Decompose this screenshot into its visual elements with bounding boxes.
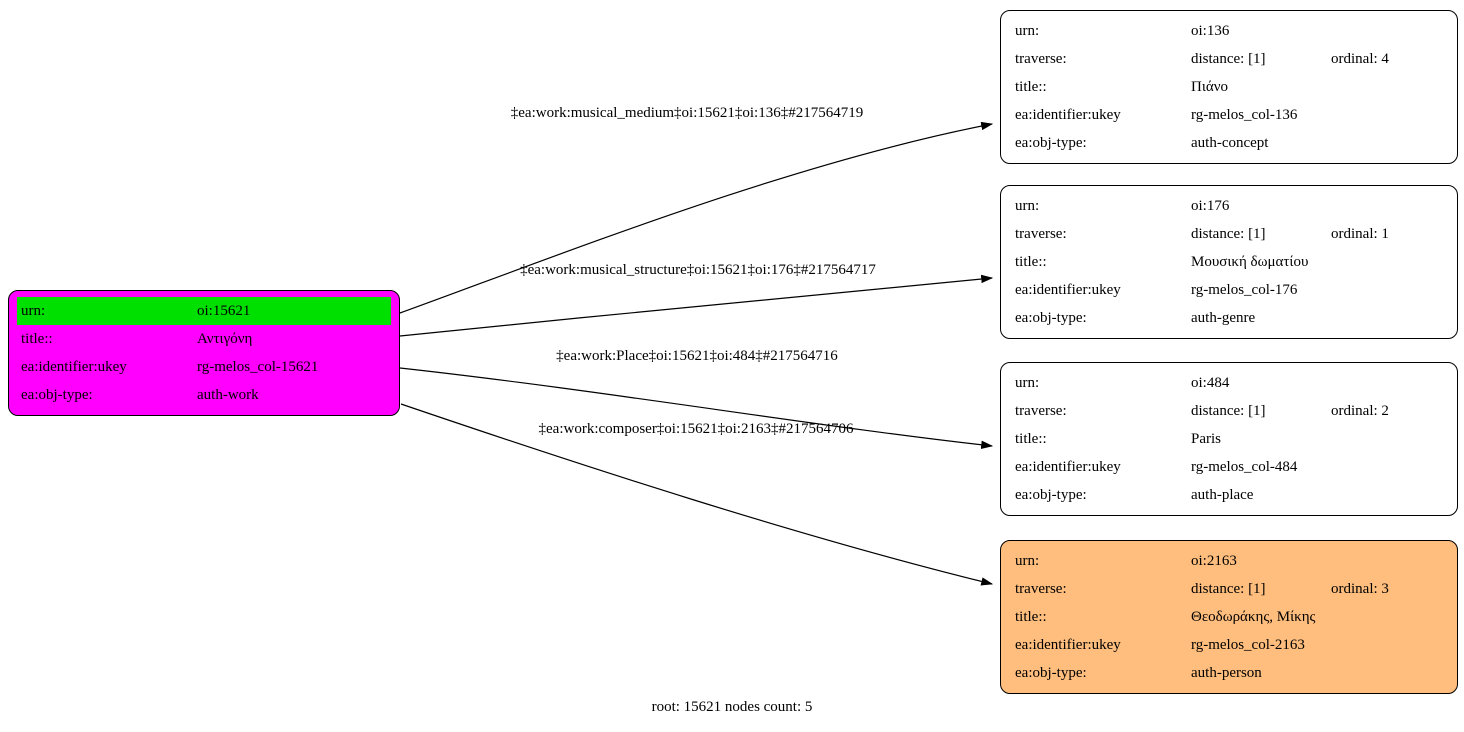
field-value: rg-melos_col-2163: [1191, 636, 1305, 653]
field-value: oi:15621: [197, 302, 251, 319]
field-label: ea:identifier:ukey: [1015, 458, 1121, 475]
field-label: ea:identifier:ukey: [1015, 281, 1121, 298]
field-value: oi:484: [1191, 374, 1230, 391]
node-row-identifier: ea:identifier:ukey rg-melos_col-484: [1015, 453, 1443, 481]
field-distance: distance: [1]: [1191, 225, 1266, 242]
node-row-urn: urn: oi:2163: [1015, 547, 1443, 575]
node-oi-136: urn: oi:136 traverse: distance: [1] ordi…: [1000, 10, 1458, 164]
node-row-objtype: ea:obj-type: auth-concept: [1015, 129, 1443, 157]
node-row-urn: urn: oi:484: [1015, 369, 1443, 397]
field-distance: distance: [1]: [1191, 580, 1266, 597]
node-row-urn: urn: oi:176: [1015, 192, 1443, 220]
node-row-identifier: ea:identifier:ukey rg-melos_col-176: [1015, 276, 1443, 304]
edge-composer-arrow: [400, 403, 994, 586]
node-row-identifier: ea:identifier:ukey rg-melos_col-2163: [1015, 631, 1443, 659]
field-label: title::: [1015, 608, 1047, 625]
node-row-traverse: traverse: distance: [1] ordinal: 4: [1015, 45, 1443, 73]
field-ordinal: ordinal: 2: [1331, 402, 1389, 419]
graph-caption: root: 15621 nodes count: 5: [651, 699, 813, 715]
field-distance: distance: [1]: [1191, 402, 1266, 419]
field-label: urn:: [1015, 552, 1040, 569]
field-label: ea:identifier:ukey: [1015, 636, 1121, 653]
field-label: traverse:: [1015, 50, 1067, 67]
field-label: traverse:: [1015, 225, 1067, 242]
field-value: oi:2163: [1191, 552, 1237, 569]
edge-musical-structure-arrow: [399, 274, 994, 337]
field-label: ea:obj-type:: [1015, 134, 1087, 151]
node-oi-484: urn: oi:484 traverse: distance: [1] ordi…: [1000, 362, 1458, 516]
edge-place-arrow: [399, 367, 994, 449]
node-row-title: title:: Μουσική δωματίου: [1015, 248, 1443, 276]
root-node-oi-15621: urn: oi:15621 title:: Αντιγόνη ea:identi…: [8, 290, 400, 416]
field-value: auth-person: [1191, 664, 1262, 681]
field-label: title::: [1015, 430, 1047, 447]
field-value: auth-place: [1191, 486, 1254, 503]
field-distance: distance: [1]: [1191, 50, 1266, 67]
field-label: ea:obj-type:: [1015, 486, 1087, 503]
node-row-title: title:: Πιάνο: [1015, 73, 1443, 101]
node-row-identifier: ea:identifier:ukey rg-melos_col-136: [1015, 101, 1443, 129]
edge-label-composer: ‡ea:work:composer‡oi:15621‡oi:2163‡#2175…: [538, 421, 854, 437]
field-label: traverse:: [1015, 580, 1067, 597]
field-label: title::: [1015, 253, 1047, 270]
node-row-objtype: ea:obj-type: auth-genre: [1015, 304, 1443, 332]
node-row-traverse: traverse: distance: [1] ordinal: 2: [1015, 397, 1443, 425]
root-row-objtype: ea:obj-type: auth-work: [17, 381, 391, 409]
field-value: Paris: [1191, 430, 1221, 447]
node-oi-176: urn: oi:176 traverse: distance: [1] ordi…: [1000, 185, 1458, 339]
node-row-objtype: ea:obj-type: auth-place: [1015, 481, 1443, 509]
field-value: rg-melos_col-136: [1191, 106, 1298, 123]
edge-label-musical-medium: ‡ea:work:musical_medium‡oi:15621‡oi:136‡…: [510, 105, 864, 121]
field-value: oi:176: [1191, 197, 1230, 214]
field-label: urn:: [1015, 22, 1040, 39]
field-label: ea:obj-type:: [21, 386, 93, 403]
field-ordinal: ordinal: 1: [1331, 225, 1389, 242]
node-row-objtype: ea:obj-type: auth-person: [1015, 659, 1443, 687]
field-ordinal: ordinal: 4: [1331, 50, 1389, 67]
field-value: Θεοδωράκης, Μίκης: [1191, 608, 1316, 625]
node-row-urn: urn: oi:136: [1015, 17, 1443, 45]
field-label: title::: [1015, 78, 1047, 95]
field-value: rg-melos_col-176: [1191, 281, 1298, 298]
edge-label-place: ‡ea:work:Place‡oi:15621‡oi:484‡#21756471…: [556, 348, 838, 364]
node-row-traverse: traverse: distance: [1] ordinal: 3: [1015, 575, 1443, 603]
edge-label-musical-structure: ‡ea:work:musical_structure‡oi:15621‡oi:1…: [520, 262, 876, 278]
node-row-title: title:: Θεοδωράκης, Μίκης: [1015, 603, 1443, 631]
field-value: Μουσική δωματίου: [1191, 253, 1309, 270]
field-value: auth-work: [197, 386, 259, 403]
field-label: ea:obj-type:: [1015, 664, 1087, 681]
field-value: auth-genre: [1191, 309, 1256, 326]
field-value: oi:136: [1191, 22, 1230, 39]
field-label: ea:identifier:ukey: [1015, 106, 1121, 123]
field-label: urn:: [1015, 197, 1040, 214]
field-label: title::: [21, 330, 53, 347]
field-label: ea:identifier:ukey: [21, 358, 127, 375]
field-value: Αντιγόνη: [197, 330, 253, 347]
field-value: rg-melos_col-484: [1191, 458, 1298, 475]
field-label: traverse:: [1015, 402, 1067, 419]
root-row-urn: urn: oi:15621: [17, 297, 391, 325]
field-value: auth-concept: [1191, 134, 1269, 151]
field-label: ea:obj-type:: [1015, 309, 1087, 326]
field-value: Πιάνο: [1191, 78, 1229, 95]
field-label: urn:: [1015, 374, 1040, 391]
node-row-traverse: traverse: distance: [1] ordinal: 1: [1015, 220, 1443, 248]
node-row-title: title:: Paris: [1015, 425, 1443, 453]
field-value: rg-melos_col-15621: [197, 358, 319, 375]
field-ordinal: ordinal: 3: [1331, 580, 1389, 597]
field-label: urn:: [21, 302, 46, 319]
root-row-title: title:: Αντιγόνη: [17, 325, 391, 353]
edge-musical-medium-arrow: [399, 121, 994, 314]
node-oi-2163: urn: oi:2163 traverse: distance: [1] ord…: [1000, 540, 1458, 694]
root-row-identifier: ea:identifier:ukey rg-melos_col-15621: [17, 353, 391, 381]
